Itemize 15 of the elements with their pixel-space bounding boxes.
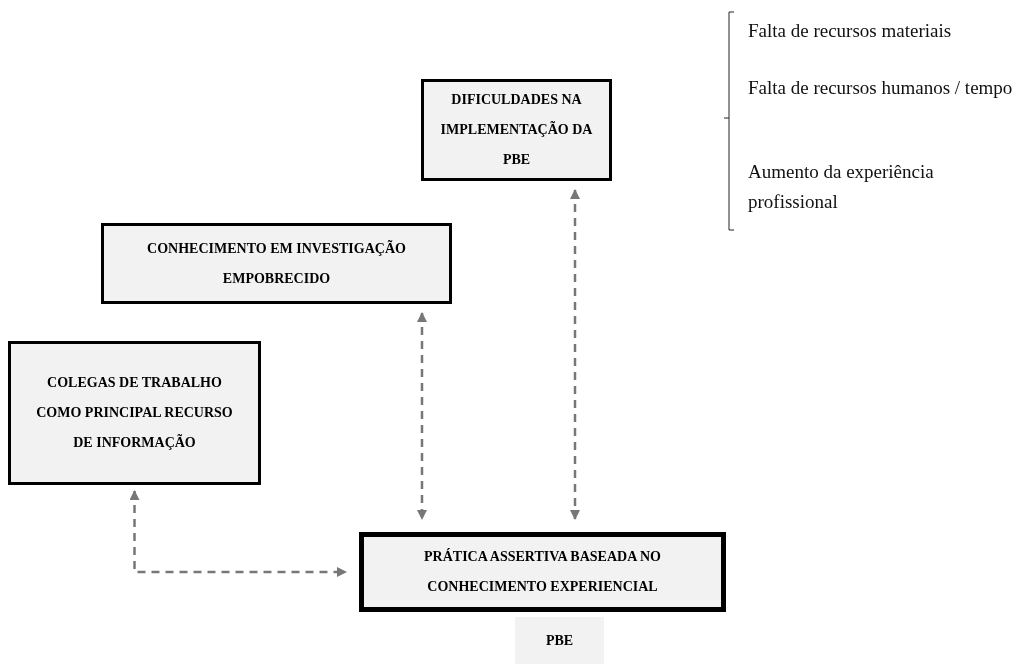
dashed-arrow bbox=[129, 490, 347, 577]
dashed-arrow bbox=[417, 312, 427, 520]
box-text: PRÁTICA ASSERTIVA BASEADA NO CONHECIMENTO EXPERIENCIAL bbox=[423, 547, 662, 596]
box-text: COLEGAS DE TRABALHO COMO PRINCIPAL RECURSO DE INFORMAÇÃO bbox=[35, 374, 234, 452]
list-item: Aumento da experiência profissional bbox=[748, 160, 935, 214]
dashed-arrow bbox=[570, 189, 580, 520]
box-text: PBE bbox=[545, 631, 574, 650]
list-item: Falta de recursos materiais bbox=[748, 19, 953, 43]
concept-box bbox=[359, 532, 726, 612]
list-item: Falta de recursos humanos / tempo bbox=[748, 76, 1014, 100]
concept-box bbox=[8, 341, 261, 485]
concept-box bbox=[421, 79, 612, 181]
concept-box bbox=[101, 223, 452, 304]
box-text: CONHECIMENTO EM INVESTIGAÇÃO EMPOBRECIDO bbox=[146, 239, 407, 288]
box-text: DIFICULDADES NA IMPLEMENTAÇÃO DA PBE bbox=[439, 91, 594, 169]
